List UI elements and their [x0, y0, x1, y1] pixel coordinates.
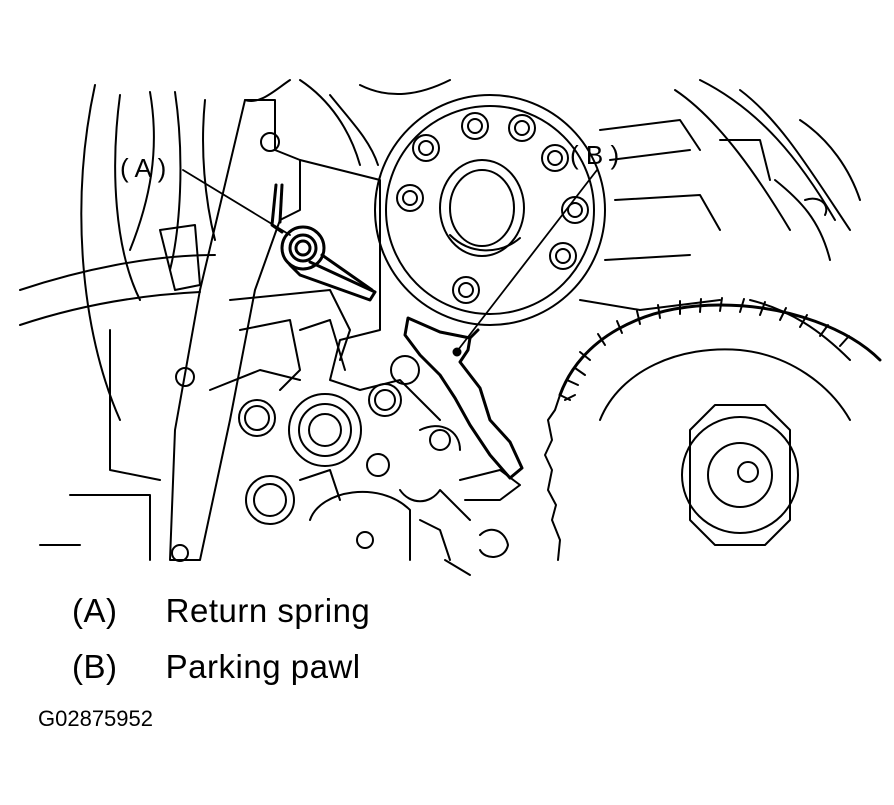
- leader-lines: [182, 169, 598, 351]
- callout-a-label: ( A ): [120, 153, 166, 183]
- lower-components: [238, 355, 521, 576]
- bolted-flange: [374, 94, 721, 326]
- legend-key-b: (B): [72, 648, 118, 685]
- legend-label-a: Return spring: [165, 592, 371, 629]
- callout-b-label: ( B ): [570, 140, 619, 170]
- legend-row-a: (A) Return spring: [72, 592, 370, 630]
- flange-bolts: [396, 112, 589, 304]
- housing-outline: [19, 79, 861, 561]
- legend-key-a: (A): [72, 592, 118, 629]
- main-plate: [159, 99, 441, 562]
- large-gear: [544, 297, 882, 561]
- legend-label-b: Parking pawl: [165, 648, 361, 685]
- parking-pawl: [403, 316, 524, 480]
- figure-id: G02875952: [38, 706, 153, 731]
- return-spring: [270, 183, 377, 302]
- transmission-illustration: ( A ) ( B ): [19, 79, 882, 576]
- legend-row-b: (B) Parking pawl: [72, 648, 361, 686]
